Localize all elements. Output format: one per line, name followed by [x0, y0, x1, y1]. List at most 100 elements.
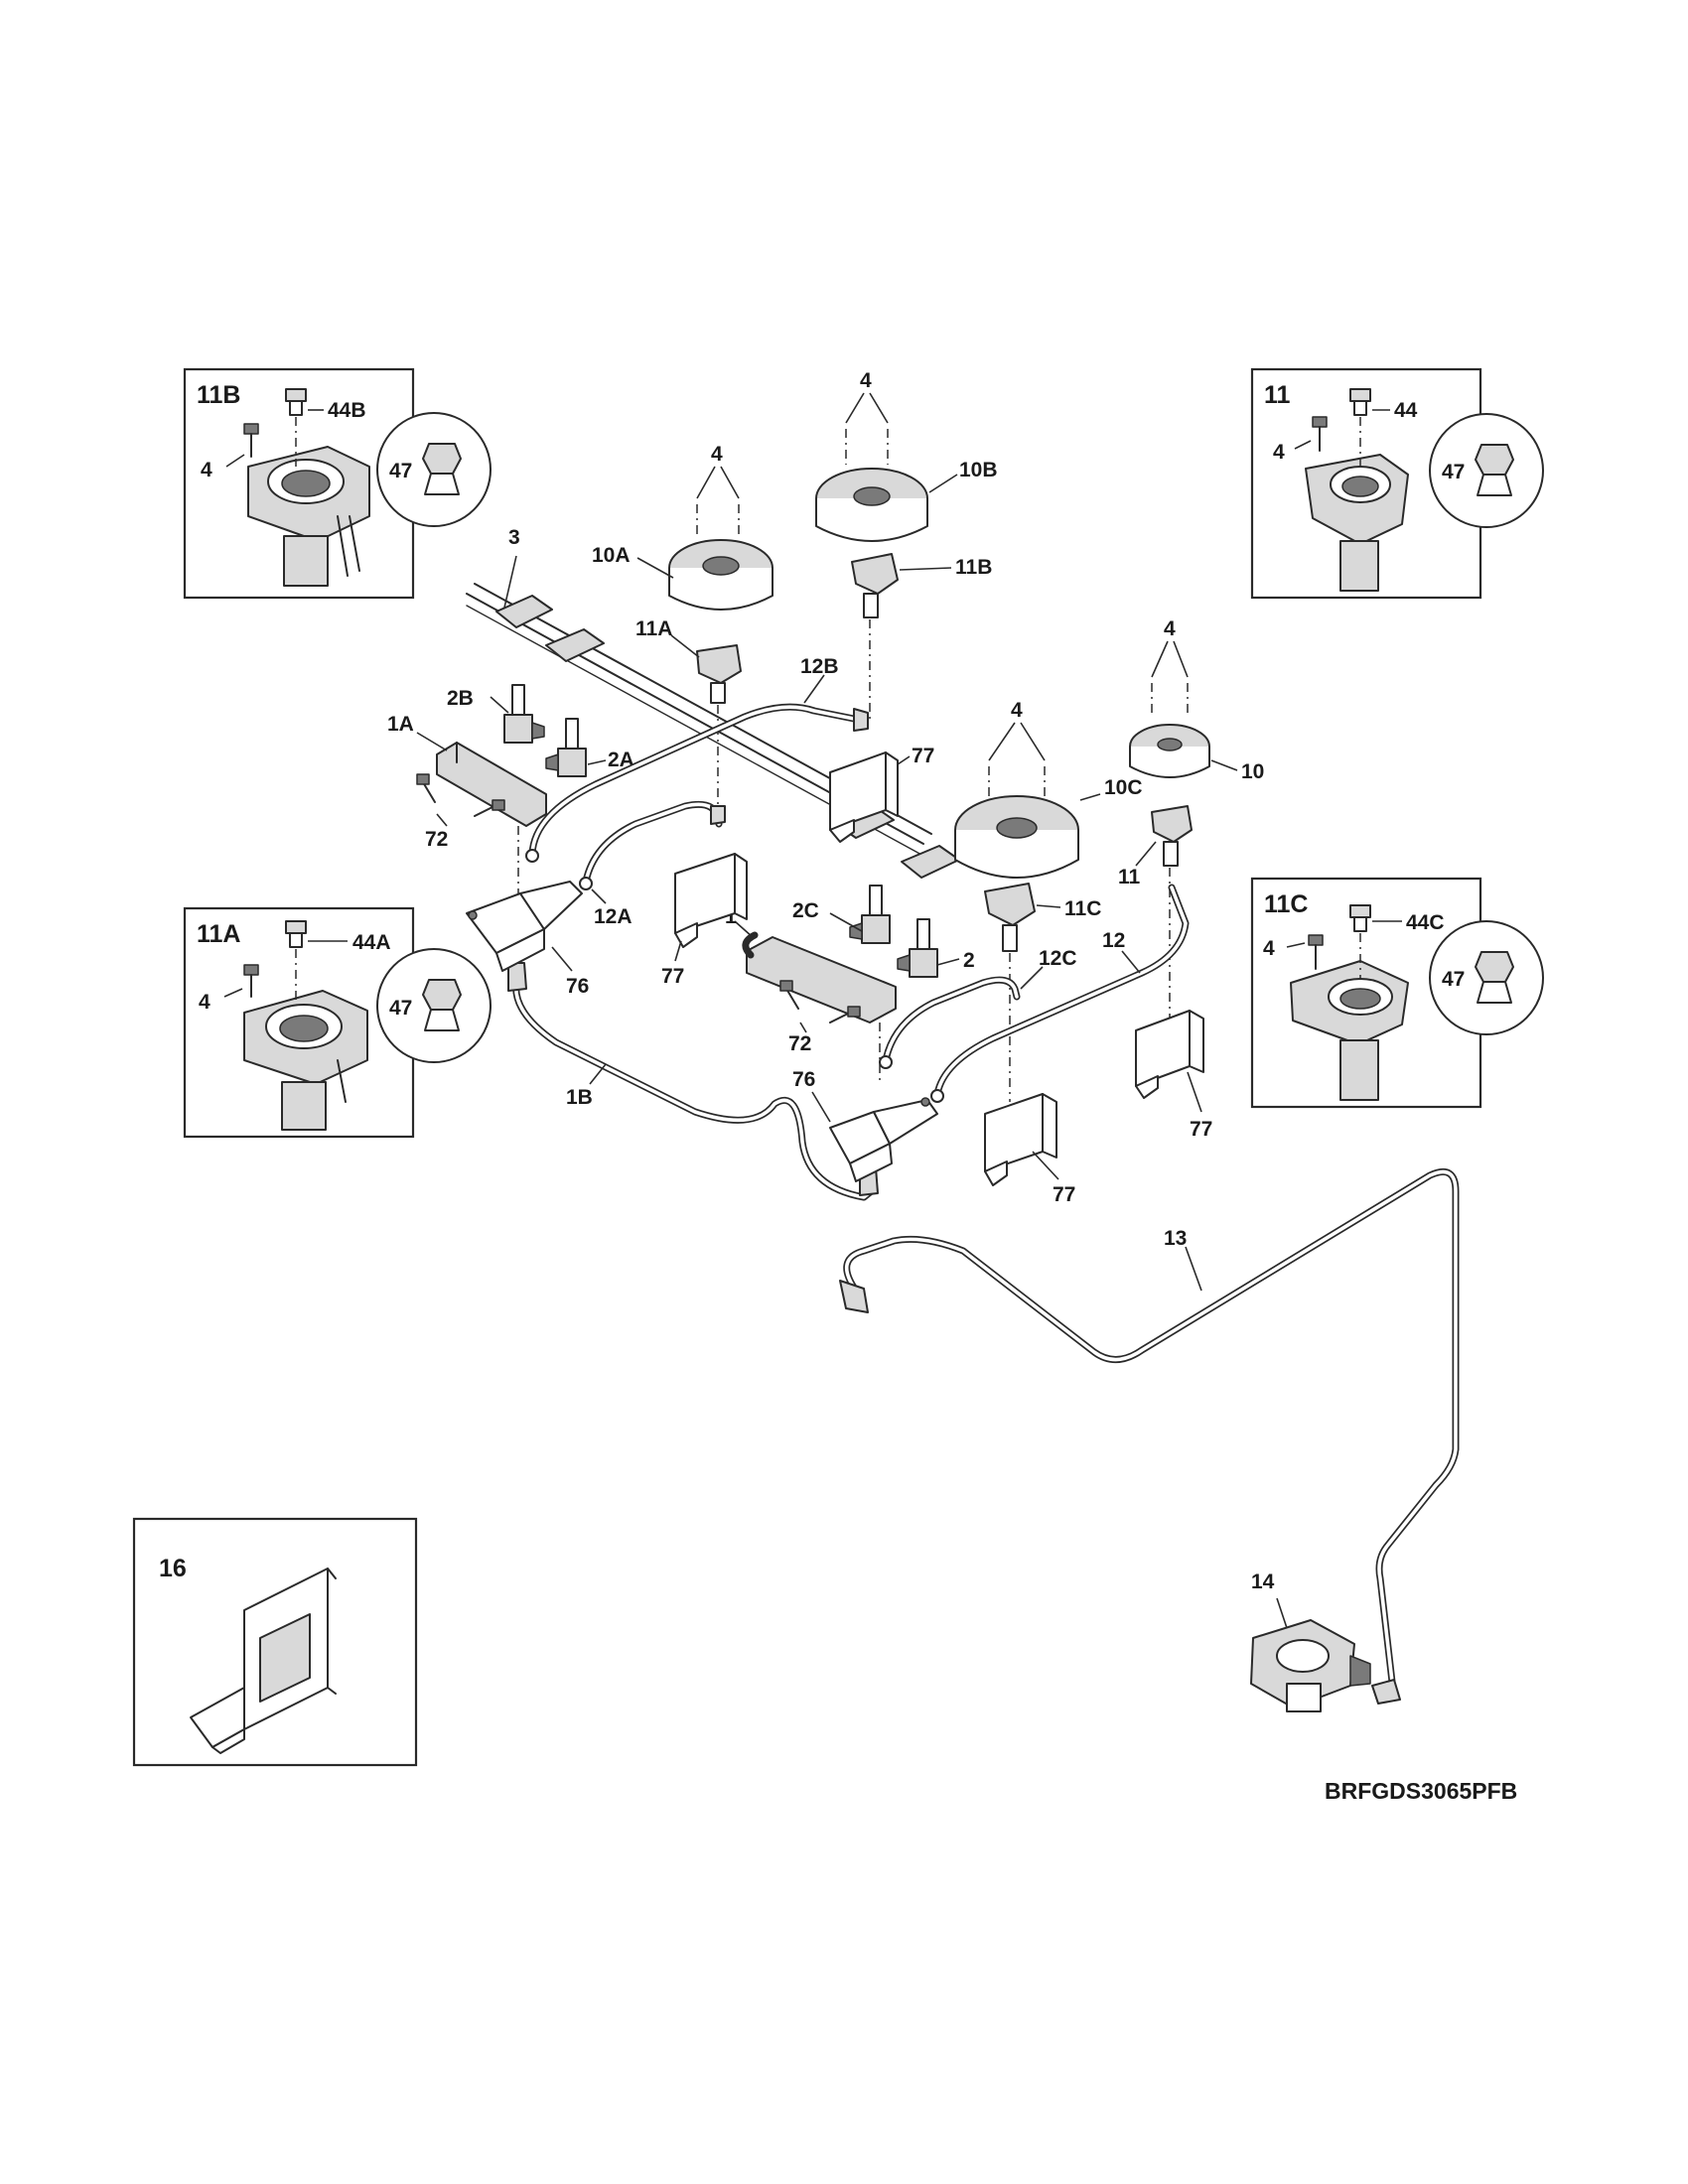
- callout-4-inset-11a: 4: [199, 991, 211, 1014]
- diagram-code: BRFGDS3065PFB: [1325, 1778, 1517, 1804]
- screw-4-11c-detail: 4: [1263, 934, 1324, 970]
- bracket-77-mid-left: 77: [661, 853, 748, 988]
- detail-47-11a: 47: [376, 948, 492, 1063]
- callout-11b: 11B: [955, 556, 992, 579]
- burner-base-11a: [696, 644, 742, 684]
- inset-11b-title: 11B: [197, 381, 240, 409]
- inset-16-frame: [132, 1517, 418, 1767]
- screw-44a-detail: 44A: [285, 920, 391, 1005]
- screws-72-right: 72: [779, 980, 861, 1055]
- callout-11c: 11C: [1064, 897, 1101, 920]
- detail-47-11b: 47: [376, 412, 492, 527]
- callout-44: 44: [1394, 399, 1418, 422]
- callout-47-inset-11b: 47: [389, 460, 412, 482]
- tube-13: 13: [839, 1168, 1460, 1705]
- callout-47-inset-11c: 47: [1442, 968, 1465, 991]
- burner-base-11b: [851, 553, 899, 595]
- screw-44-detail: 44: [1349, 388, 1418, 469]
- valve-2: 2: [897, 918, 975, 978]
- bar-1: 1: [725, 905, 897, 1082]
- detail-47-11: 47: [1429, 413, 1544, 528]
- inset-11b: 11B 44B 4 47: [183, 367, 492, 600]
- inset-11c-title: 11C: [1264, 890, 1308, 918]
- screw-4-11a-detail: 4: [199, 964, 259, 1014]
- inset-11-title: 11: [1264, 381, 1291, 409]
- screw-4-11b-detail: 4: [201, 423, 259, 481]
- callout-44c: 44C: [1406, 911, 1445, 934]
- callout-1b: 1B: [566, 1086, 593, 1109]
- callout-2b: 2B: [447, 687, 474, 710]
- screw-44c-detail: 44C: [1349, 904, 1445, 978]
- callout-12a: 12A: [594, 905, 633, 928]
- valve-2c: 2C: [792, 885, 891, 944]
- burner-base-11c: [984, 883, 1036, 926]
- detail-47-11c: 47: [1429, 920, 1544, 1035]
- callout-76-right: 76: [792, 1068, 815, 1091]
- callout-4-inset-11c: 4: [1263, 937, 1275, 960]
- tube-12: 12: [930, 884, 1190, 1103]
- screw-44b-detail: 44B: [285, 388, 366, 467]
- burner-10-assembly: 4 10 11: [1118, 617, 1264, 1072]
- callout-47-inset-11: 47: [1442, 461, 1465, 483]
- bracket-77-lower-center: 77: [984, 1093, 1075, 1206]
- callout-2a: 2A: [608, 749, 634, 771]
- callout-77-lower-center: 77: [1053, 1183, 1075, 1206]
- tube-12c: 12C: [879, 947, 1077, 1069]
- callout-4-inset-11b: 4: [201, 459, 212, 481]
- tube-12b: 12B: [525, 655, 869, 863]
- burner-10c-assembly: 4 10C 11C: [954, 699, 1143, 1102]
- inset-16: 16: [132, 1517, 418, 1767]
- callout-11: 11: [1118, 866, 1141, 888]
- burner-base-11b-detail: [247, 446, 370, 587]
- burner-base-11: [1151, 805, 1193, 843]
- callout-72-right: 72: [788, 1032, 811, 1055]
- callout-3: 3: [508, 526, 520, 549]
- bracket-76-left: 76: [466, 881, 589, 998]
- callout-14: 14: [1251, 1570, 1275, 1593]
- inset-16-title: 16: [159, 1555, 187, 1582]
- tube-12a: 12A: [579, 800, 726, 928]
- callout-12b: 12B: [800, 655, 839, 678]
- bracket-77-lower-right: 77: [1135, 1010, 1212, 1141]
- regulator-14: 14: [1250, 1570, 1371, 1712]
- callout-4-burner-10: 4: [1164, 617, 1176, 640]
- callout-11a: 11A: [635, 617, 672, 640]
- callout-12c: 12C: [1039, 947, 1077, 970]
- valve-2b: 2B: [447, 684, 545, 744]
- callout-4-burner-10a: 4: [711, 443, 723, 466]
- bracket-16-detail: [190, 1568, 337, 1754]
- inset-11c: 11C 44C 4 47: [1250, 877, 1544, 1109]
- callout-77-mid-left: 77: [661, 965, 684, 988]
- bracket-76-right: 76: [792, 1068, 938, 1182]
- callout-4-burner-10c: 4: [1011, 699, 1023, 722]
- screws-72-left: 72: [416, 773, 505, 851]
- callout-13: 13: [1164, 1227, 1187, 1250]
- inset-11: 11 44 4 47: [1250, 367, 1544, 600]
- callout-4-inset-11: 4: [1273, 441, 1285, 464]
- callout-10a: 10A: [592, 544, 631, 567]
- callout-2c: 2C: [792, 899, 819, 922]
- burner-base-11a-detail: [243, 990, 368, 1131]
- callout-77-upper: 77: [912, 745, 934, 767]
- callout-2: 2: [963, 949, 975, 972]
- valve-2a: 2A: [545, 718, 634, 777]
- callout-77-lower-right: 77: [1190, 1118, 1212, 1141]
- callout-44a: 44A: [352, 931, 391, 954]
- callout-10: 10: [1241, 760, 1264, 783]
- tube-1b: 1B: [507, 962, 879, 1201]
- callout-4-burner-10b: 4: [860, 369, 872, 392]
- callout-12: 12: [1102, 929, 1125, 952]
- burner-10b-assembly: 4 10B 11B: [815, 369, 998, 723]
- callout-72-left: 72: [425, 828, 448, 851]
- burner-10a-assembly: 4 10A 11A: [592, 443, 774, 814]
- bracket-77-upper: 77: [829, 745, 934, 843]
- inset-11a-title: 11A: [197, 920, 240, 948]
- callout-44b: 44B: [328, 399, 366, 422]
- callout-47-inset-11a: 47: [389, 997, 412, 1020]
- callout-10c: 10C: [1104, 776, 1143, 799]
- callout-10b: 10B: [959, 459, 998, 481]
- screw-4-11-detail: 4: [1273, 416, 1328, 464]
- bar-1a: 1A: [387, 713, 547, 928]
- inset-11a: 11A 44A 4 47: [183, 906, 492, 1139]
